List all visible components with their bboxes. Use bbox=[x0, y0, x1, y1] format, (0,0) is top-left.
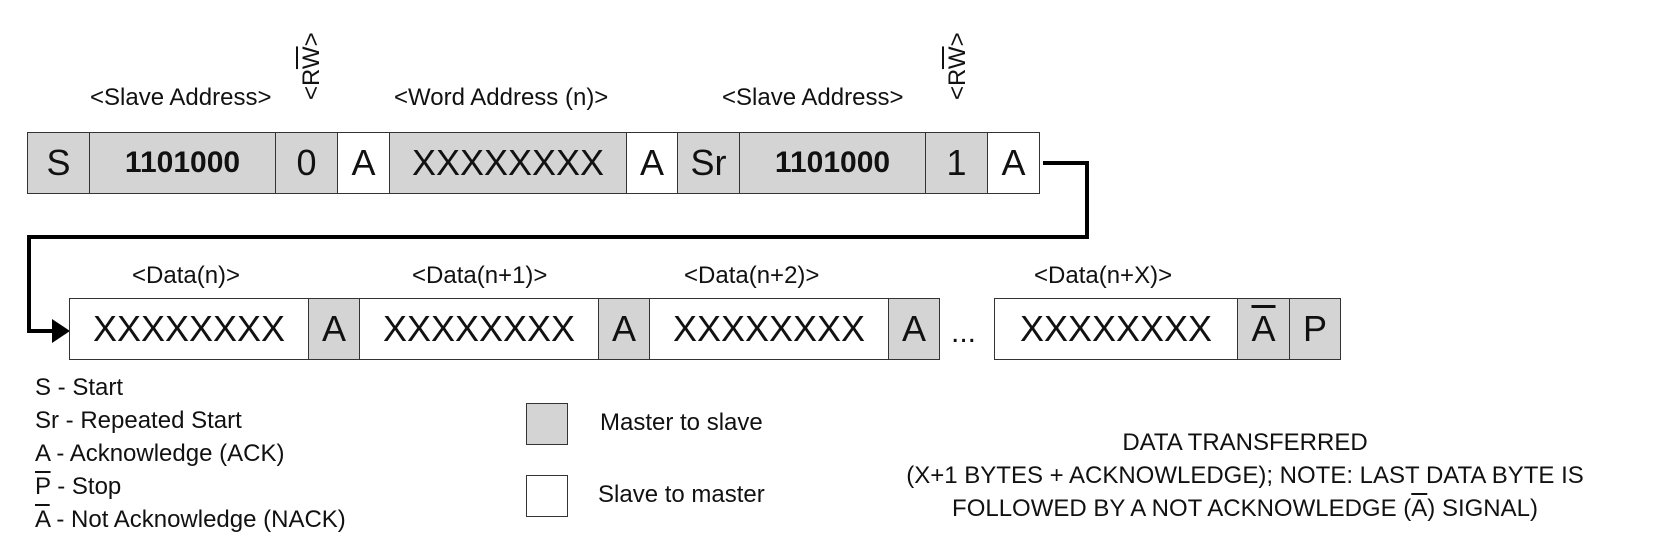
frame-cell-rw-0: 0 bbox=[275, 132, 338, 194]
note-line-3-pre: FOLLOWED BY A NOT ACKNOWLEDGE ( bbox=[952, 495, 1412, 522]
frame-cell-rw-1: 1 bbox=[925, 132, 988, 194]
stop-symbol: P bbox=[35, 473, 51, 500]
data-n-label: <Data(n)> bbox=[132, 262, 241, 289]
frame-cell-ack: A bbox=[598, 298, 650, 360]
frame-cell-data: XXXXXXXX bbox=[649, 298, 889, 360]
data-transferred-note: DATA TRANSFERRED (X+1 BYTES + ACKNOWLEDG… bbox=[845, 426, 1645, 525]
address-frame-row: S 1101000 0 A XXXXXXXX A Sr 1101000 1 A bbox=[27, 132, 1040, 194]
frame-cell-repeated-start: Sr bbox=[677, 132, 740, 194]
legend-repeated-start: Sr - Repeated Start bbox=[35, 407, 242, 434]
frame-cell-ack: A bbox=[888, 298, 940, 360]
slave-address-label-1: <Slave Address> bbox=[90, 84, 272, 111]
frame-cell-ack: A bbox=[626, 132, 678, 194]
frame-cell-data: XXXXXXXX bbox=[994, 298, 1238, 360]
frame-cell-word-address: XXXXXXXX bbox=[389, 132, 627, 194]
frame-cell-slave-address: 1101000 bbox=[739, 132, 926, 194]
slave-to-master-swatch bbox=[526, 475, 568, 517]
nack-symbol: A bbox=[35, 506, 50, 533]
frame-cell-ack: A bbox=[987, 132, 1040, 194]
note-line-3-post: ) SIGNAL) bbox=[1427, 495, 1538, 522]
data-nx-label: <Data(n+X)> bbox=[1034, 262, 1173, 289]
note-line-3: FOLLOWED BY A NOT ACKNOWLEDGE (A) SIGNAL… bbox=[845, 492, 1645, 525]
frame-cell-nack: A bbox=[1237, 298, 1290, 360]
master-to-slave-label: Master to slave bbox=[600, 409, 763, 436]
note-line-2: (X+1 BYTES + ACKNOWLEDGE); NOTE: LAST DA… bbox=[906, 462, 1584, 489]
nack-symbol: A bbox=[1411, 495, 1428, 522]
nack-symbol: A bbox=[1251, 308, 1276, 349]
data-frame-row-last: XXXXXXXX A P bbox=[994, 298, 1341, 360]
frame-cell-ack: A bbox=[308, 298, 360, 360]
word-address-label: <Word Address (n)> bbox=[394, 84, 609, 111]
frame-cell-data: XXXXXXXX bbox=[69, 298, 309, 360]
legend-nack-text: - Not Acknowledge (NACK) bbox=[49, 506, 346, 533]
frame-cell-ack: A bbox=[337, 132, 390, 194]
legend-stop-text: - Stop bbox=[50, 473, 122, 500]
data-frame-row: XXXXXXXX A XXXXXXXX A XXXXXXXX A bbox=[69, 298, 940, 360]
note-line-1: DATA TRANSFERRED bbox=[1122, 429, 1368, 456]
frame-cell-data: XXXXXXXX bbox=[359, 298, 599, 360]
legend-ack: A - Acknowledge (ACK) bbox=[35, 440, 285, 467]
frame-cell-slave-address: 1101000 bbox=[89, 132, 276, 194]
legend-nack: A - Not Acknowledge (NACK) bbox=[35, 508, 346, 532]
master-to-slave-swatch bbox=[526, 403, 568, 445]
ellipsis: ... bbox=[951, 316, 977, 349]
legend-stop: P - Stop bbox=[35, 475, 121, 499]
frame-cell-stop: P bbox=[1289, 298, 1341, 360]
legend-start: S - Start bbox=[35, 374, 124, 401]
slave-address-label-2: <Slave Address> bbox=[722, 84, 904, 111]
data-n1-label: <Data(n+1)> bbox=[412, 262, 548, 289]
slave-to-master-label: Slave to master bbox=[598, 481, 765, 508]
data-n2-label: <Data(n+2)> bbox=[684, 262, 820, 289]
